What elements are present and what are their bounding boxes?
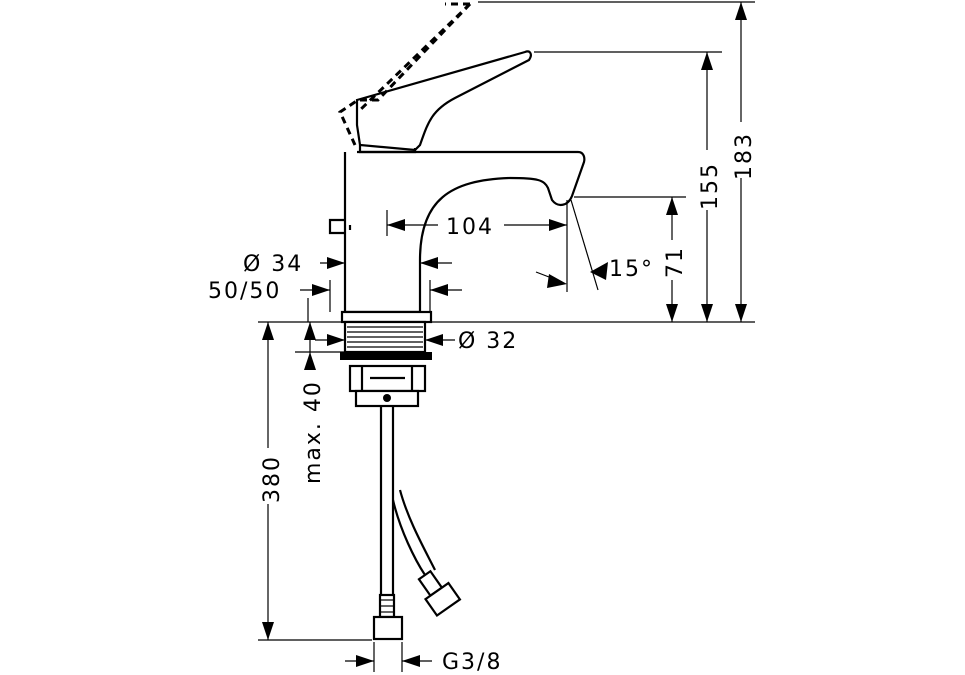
dimension-155: 155	[534, 51, 723, 322]
dim-380-label: 380	[260, 455, 285, 503]
dimension-104: 104	[386, 210, 567, 240]
dimension-dia-34: Ø 34	[243, 252, 452, 277]
dimension-50-50: 50/50	[208, 279, 462, 322]
faucet-body	[328, 50, 586, 324]
dimension-max-40: max. 40	[295, 322, 345, 484]
dim-dia-32-label: Ø 32	[458, 329, 518, 354]
dim-183-label: 183	[732, 132, 757, 180]
dim-max-40-label: max. 40	[301, 380, 326, 484]
dim-dia-34-label: Ø 34	[243, 252, 303, 277]
dim-155-label: 155	[698, 162, 723, 210]
dimension-angle: 15°	[535, 199, 654, 292]
dim-71-label: 71	[663, 246, 688, 278]
dimension-thread: G3/8	[345, 642, 502, 675]
dim-thread-label: G3/8	[442, 650, 502, 675]
dim-50-50-label: 50/50	[208, 279, 281, 304]
mounting-parts	[340, 320, 462, 641]
lever-raised-outline	[338, 2, 472, 146]
dimension-71: 71	[574, 196, 688, 322]
dimension-183: 183	[478, 1, 757, 322]
dimension-380: 380	[255, 322, 372, 641]
dim-angle-label: 15°	[609, 257, 654, 282]
dim-104-label: 104	[446, 215, 494, 240]
dimension-dia-32: Ø 32	[315, 329, 518, 354]
